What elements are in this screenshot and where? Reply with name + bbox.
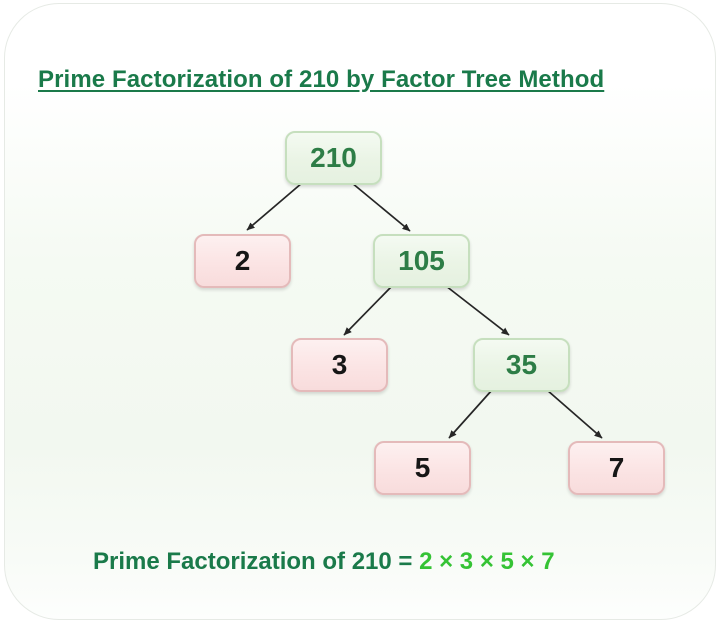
edge-105-35 <box>445 285 510 336</box>
node-7: 7 <box>568 441 665 495</box>
node-35: 35 <box>473 338 570 392</box>
page-card <box>4 3 716 620</box>
node-5: 5 <box>374 441 471 495</box>
node-2: 2 <box>194 234 291 288</box>
result-factors: 2 × 3 × 5 × 7 <box>419 548 555 575</box>
edge-210-105 <box>351 182 411 232</box>
page-title: Prime Factorization of 210 by Factor Tre… <box>38 66 605 94</box>
node-210: 210 <box>285 131 382 185</box>
result-text: Prime Factorization of 210 = 2 × 3 × 5 ×… <box>93 548 555 576</box>
edge-35-7 <box>546 389 603 439</box>
edge-210-2 <box>246 182 303 231</box>
node-105: 105 <box>373 234 470 288</box>
edge-35-5 <box>448 389 493 439</box>
edge-105-3 <box>343 285 393 336</box>
result-prefix: Prime Factorization of 210 = <box>93 548 420 575</box>
node-3: 3 <box>291 338 388 392</box>
